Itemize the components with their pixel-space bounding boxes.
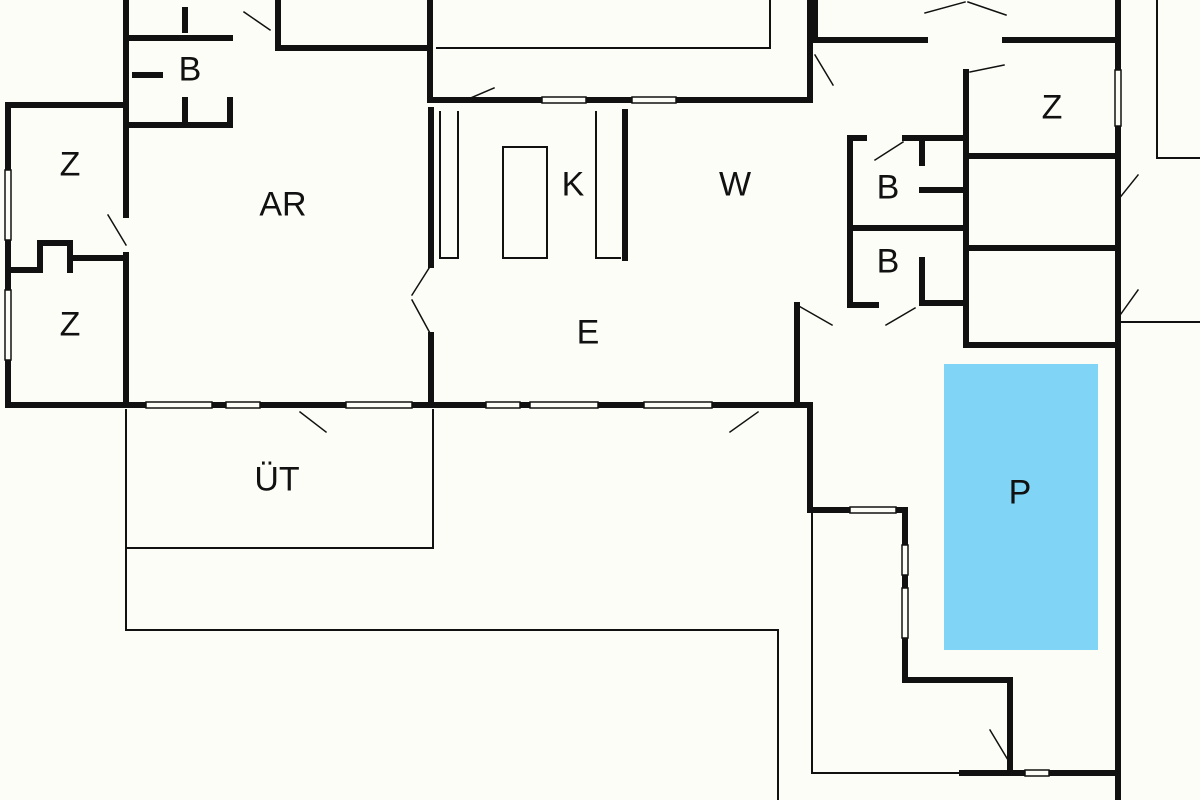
room-label-terrace: ÜT bbox=[254, 460, 300, 499]
room-label-bedroom: Z bbox=[59, 305, 81, 344]
room-label-bath: B bbox=[876, 168, 900, 207]
room-label-kitchen: K bbox=[561, 165, 585, 204]
room-label-bedroom: Z bbox=[1041, 88, 1063, 127]
pool-area bbox=[944, 364, 1098, 650]
room-label-dining: E bbox=[576, 313, 600, 352]
room-label-bedroom: Z bbox=[59, 145, 81, 184]
room-label-bath: B bbox=[178, 50, 202, 89]
room-label-workroom: AR bbox=[259, 185, 307, 224]
room-label-pool: P bbox=[1008, 473, 1032, 512]
room-label-bath: B bbox=[876, 242, 900, 281]
room-label-living: W bbox=[718, 165, 752, 204]
